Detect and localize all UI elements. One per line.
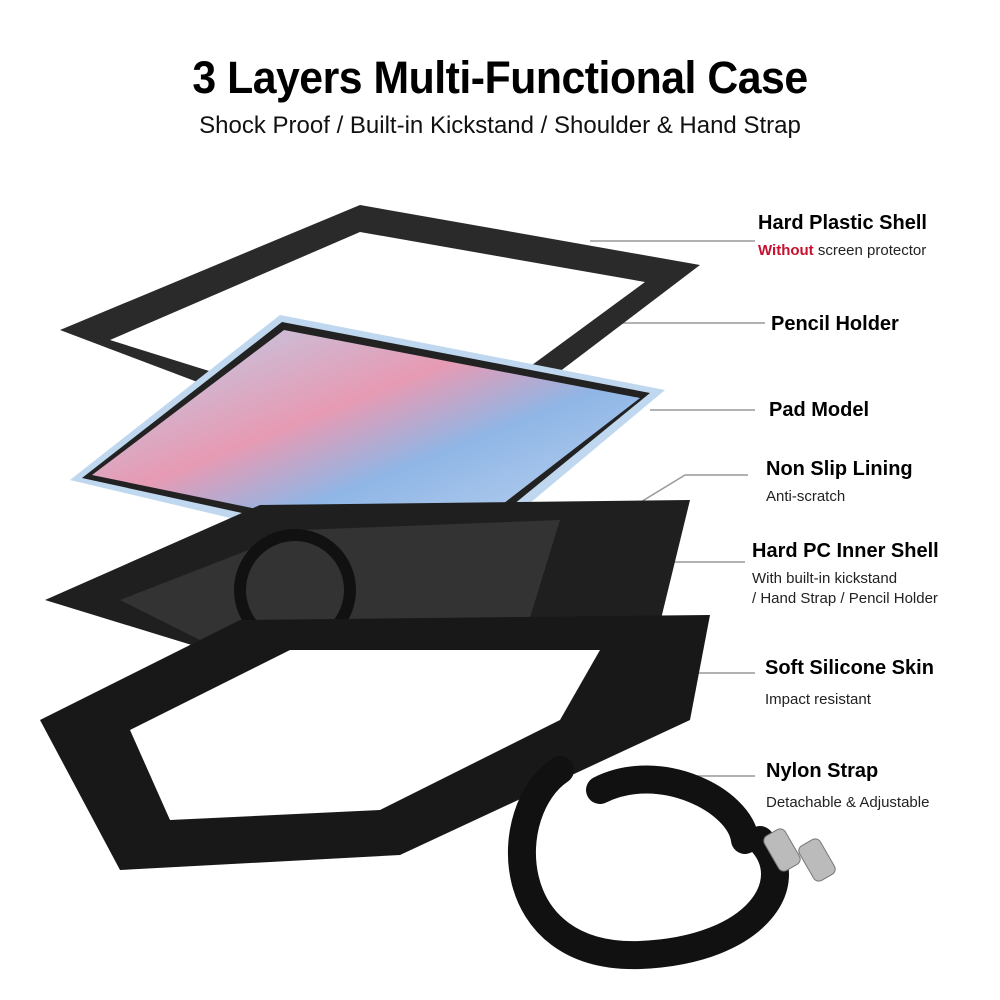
callout-heading: Hard Plastic Shell: [758, 212, 927, 234]
callout-sub: Anti-scratch: [766, 488, 846, 505]
page-subtitle: Shock Proof / Built-in Kickstand / Shoul…: [199, 112, 801, 139]
callout-sub: Detachable & Adjustable: [766, 794, 930, 811]
callout-heading: Non Slip Lining: [766, 458, 913, 480]
callout-hard-pc-inner-shell: Hard PC Inner Shell With built-in kickst…: [752, 540, 939, 609]
sub-line-1: With built-in kickstand: [752, 570, 898, 587]
callout-heading: Pencil Holder: [771, 313, 899, 335]
emphasis-text: Without: [758, 242, 814, 259]
callout-heading: Hard PC Inner Shell: [752, 540, 939, 562]
callout-pad-model: Pad Model: [769, 399, 869, 422]
callout-pencil-holder: Pencil Holder: [771, 313, 899, 336]
callout-heading: Nylon Strap: [766, 760, 879, 782]
soft-silicone-skin: [40, 615, 710, 870]
callout-sub: Impact resistant: [765, 691, 871, 708]
callout-heading: Pad Model: [769, 399, 870, 421]
callout-soft-silicone-skin: Soft Silicone Skin Impact resistant: [765, 657, 934, 710]
callout-sub: With built-in kickstand / Hand Strap / P…: [752, 569, 939, 609]
callout-nylon-strap: Nylon Strap Detachable & Adjustable: [766, 760, 929, 813]
callout-hard-plastic-shell: Hard Plastic Shell Without screen protec…: [758, 212, 927, 261]
nylon-strap: [507, 756, 789, 970]
sub-text: screen protector: [813, 242, 927, 259]
strap-clips: [763, 828, 836, 882]
callout-non-slip-lining: Non Slip Lining Anti-scratch: [766, 458, 913, 507]
sub-line-2: / Hand Strap / Pencil Holder: [752, 590, 938, 607]
callout-heading: Soft Silicone Skin: [765, 657, 934, 679]
callout-sub: Without screen protector: [758, 241, 927, 261]
page-title: 3 Layers Multi-Functional Case: [192, 52, 808, 103]
